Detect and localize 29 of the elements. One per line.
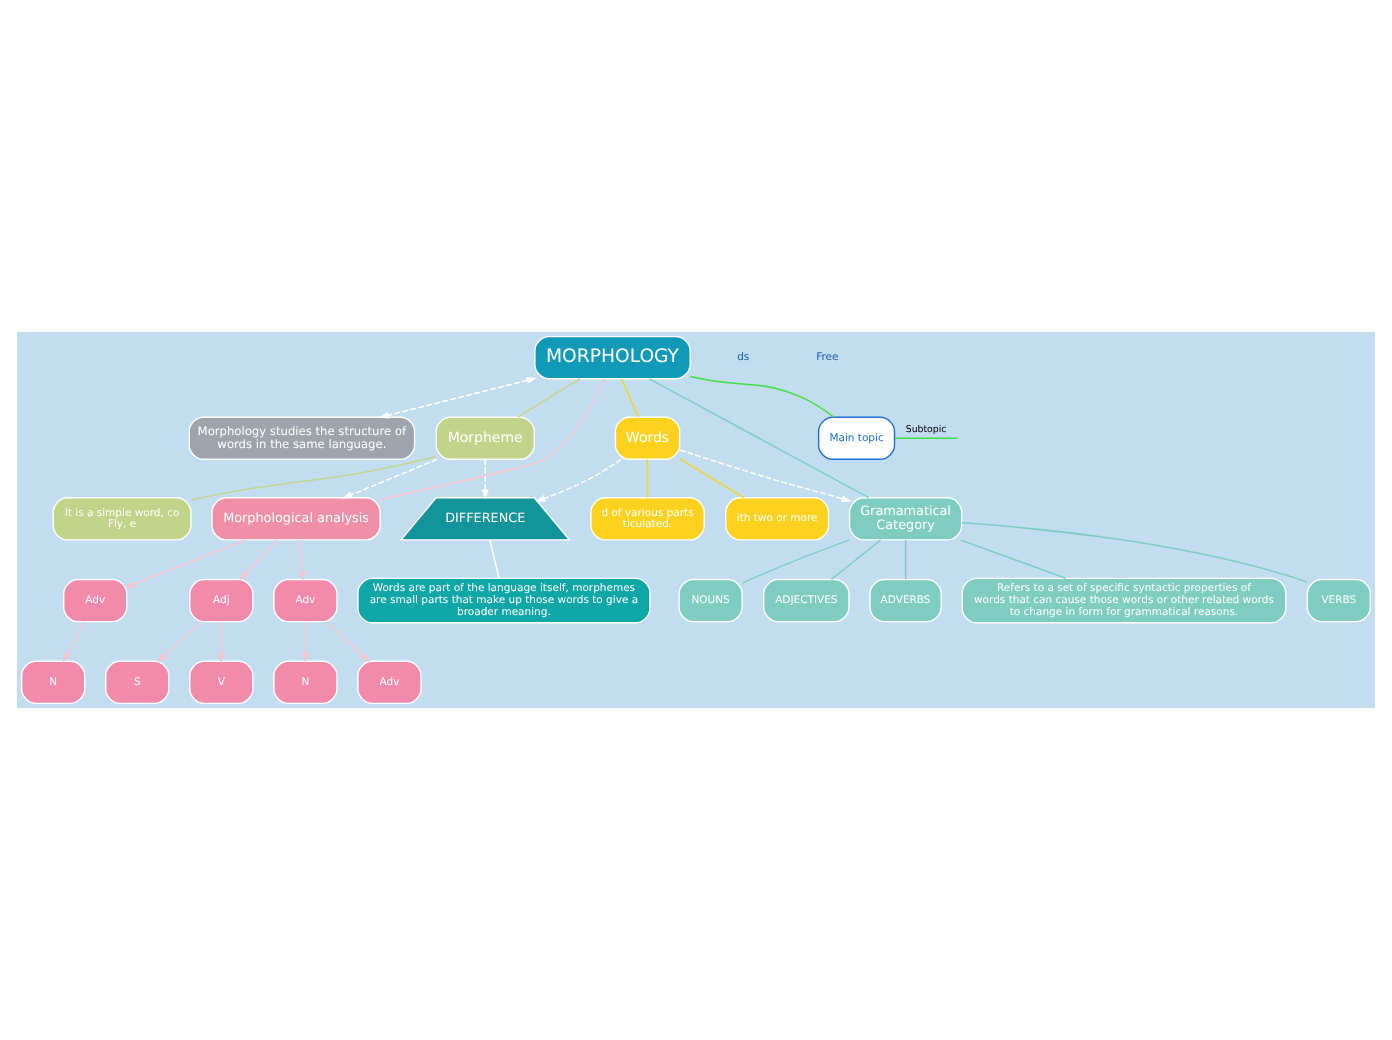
arrow — [217, 621, 225, 664]
arrow — [301, 621, 309, 664]
connector — [679, 458, 745, 499]
connector — [516, 378, 581, 418]
arrow — [481, 458, 489, 500]
connector — [190, 455, 437, 501]
connector — [620, 378, 640, 418]
connector — [961, 522, 1308, 583]
connector — [904, 539, 907, 580]
arrow — [342, 458, 438, 499]
connector — [741, 539, 851, 584]
arrow — [124, 539, 247, 588]
connector — [959, 539, 1067, 579]
connector — [894, 437, 959, 439]
arrow — [297, 539, 306, 582]
connector — [379, 378, 606, 501]
node-box: MORPHOLOGY — [534, 335, 691, 380]
connector — [646, 458, 649, 499]
connector — [689, 375, 835, 418]
arrow — [535, 458, 622, 502]
arrow — [157, 621, 201, 663]
arrow — [325, 621, 370, 663]
connector — [648, 378, 870, 499]
arrow — [238, 539, 278, 581]
arrow — [679, 449, 852, 502]
arrow — [378, 376, 537, 419]
arrow — [62, 621, 86, 663]
connector — [489, 539, 500, 579]
connector — [830, 539, 882, 581]
